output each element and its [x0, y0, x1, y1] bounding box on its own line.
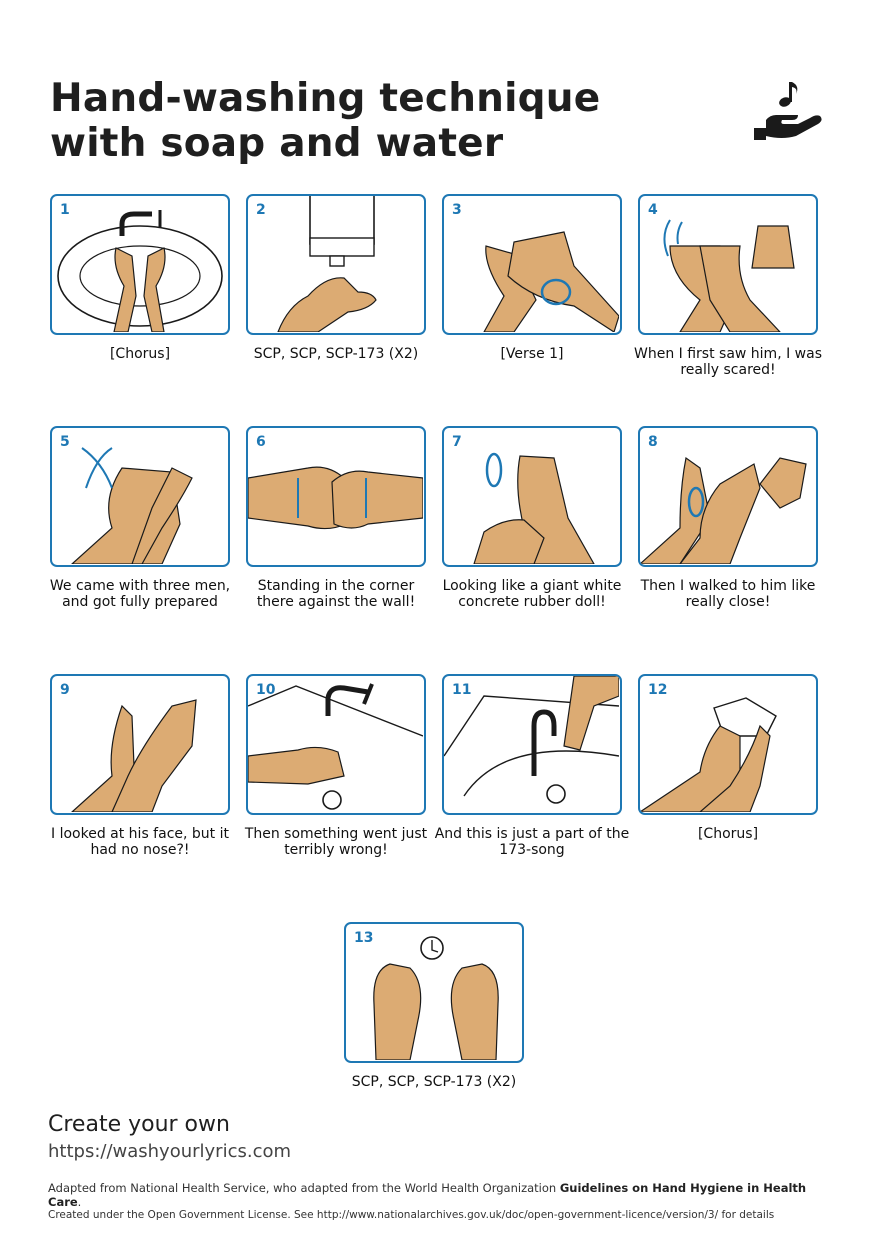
step-2-illustration	[277, 196, 377, 332]
step-6-illustration	[248, 466, 423, 530]
step-11-caption: And this is just a part of the 173-song	[434, 826, 630, 858]
step-5-panel: 5	[50, 426, 230, 567]
attribution-text: Adapted from National Health Service, wh…	[48, 1181, 808, 1209]
step-12-caption: [Chorus]	[697, 826, 759, 842]
step-number: 12	[648, 682, 668, 698]
step-10-illustration	[248, 683, 423, 810]
step-number: 10	[256, 682, 276, 698]
step-10-caption: Then something went just terribly wrong!	[244, 826, 428, 858]
step-9-caption: I looked at his face, but it had no nose…	[51, 826, 229, 858]
step-4-panel: 4	[638, 194, 818, 335]
step-12-illustration	[640, 697, 777, 812]
step-9-panel: 9	[50, 674, 230, 815]
step-number: 8	[648, 434, 658, 450]
step-10-panel: 10	[246, 674, 426, 815]
step-1-caption: [Chorus]	[109, 346, 171, 362]
step-6-panel: 6	[246, 426, 426, 567]
attribution-guidelines-title: Guidelines on Hand Hygiene in Health Car…	[48, 1181, 807, 1209]
step-number: 3	[452, 202, 462, 218]
washyourlyrics-link[interactable]: https://washyourlyrics.com	[48, 1141, 292, 1162]
title-line-1: Hand-washing technique	[50, 76, 601, 121]
step-number: 11	[452, 682, 472, 698]
step-2-caption: SCP, SCP, SCP-173 (X2)	[253, 346, 419, 362]
step-1-panel: 1	[50, 194, 230, 335]
step-number: 2	[256, 202, 266, 218]
step-5-caption: We came with three men, and got fully pr…	[49, 578, 231, 610]
music-note-hand-icon	[752, 80, 824, 144]
attribution-suffix: .	[77, 1195, 82, 1209]
step-number: 5	[60, 434, 70, 450]
title-line-2: with soap and water	[50, 121, 504, 166]
step-number: 6	[256, 434, 266, 450]
step-7-illustration	[473, 452, 595, 564]
step-2-panel: 2	[246, 194, 426, 335]
step-8-illustration	[640, 456, 807, 564]
step-number: 7	[452, 434, 462, 450]
license-text: Created under the Open Government Licens…	[48, 1209, 775, 1221]
step-4-illustration	[663, 219, 795, 332]
step-7-panel: 7	[442, 426, 622, 567]
step-8-caption: Then I walked to him like really close!	[640, 578, 816, 610]
step-11-panel: 11	[442, 674, 622, 815]
create-your-own-heading: Create your own	[48, 1112, 230, 1137]
step-3-panel: 3	[442, 194, 622, 335]
step-number: 4	[648, 202, 658, 218]
step-number: 1	[60, 202, 70, 218]
step-number: 9	[60, 682, 70, 698]
step-8-panel: 8	[638, 426, 818, 567]
step-5-illustration	[71, 447, 193, 564]
step-1-illustration	[57, 210, 223, 332]
step-3-illustration	[483, 231, 619, 332]
step-4-caption: When I first saw him, I was really scare…	[633, 346, 822, 378]
step-13-panel: 13	[344, 922, 524, 1063]
step-11-illustration	[444, 676, 619, 804]
attribution-prefix: Adapted from National Health Service, wh…	[48, 1181, 560, 1195]
page-title: Hand-washing technique with soap and wat…	[50, 76, 600, 166]
step-7-caption: Looking like a giant white concrete rubb…	[442, 578, 622, 610]
step-3-caption: [Verse 1]	[500, 346, 564, 362]
step-12-panel: 12	[638, 674, 818, 815]
step-9-illustration	[71, 699, 197, 812]
step-13-illustration	[373, 936, 499, 1060]
step-number: 13	[354, 930, 374, 946]
step-13-caption: SCP, SCP, SCP-173 (X2)	[351, 1074, 517, 1090]
step-6-caption: Standing in the corner there against the…	[256, 578, 416, 610]
